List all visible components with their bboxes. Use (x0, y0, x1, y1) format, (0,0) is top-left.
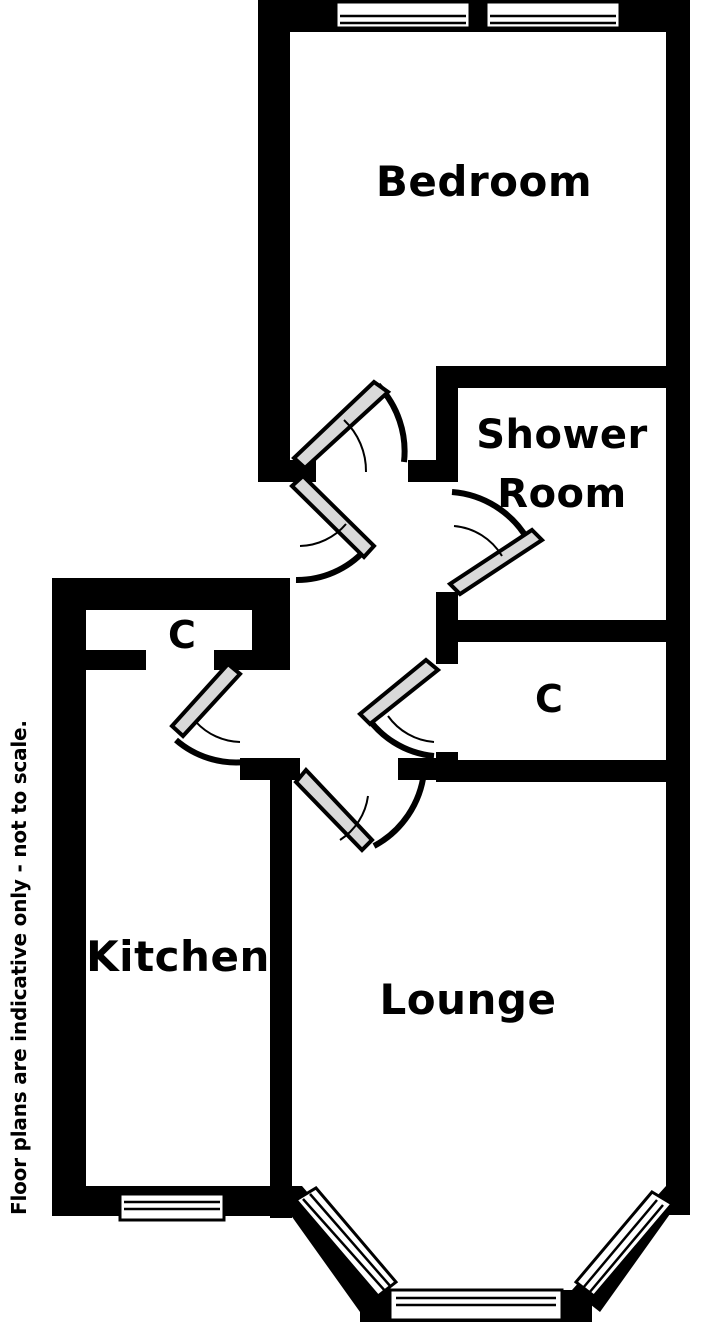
window-bedroom-right (484, 0, 622, 30)
wall-kitchen-west (52, 578, 86, 1214)
wall-shower-south (436, 620, 690, 642)
wall-bedroom-south-right-stub (408, 460, 442, 482)
wall-building-east-lower (666, 640, 690, 1215)
disclaimer-group: Floor plans are indicative only - not to… (7, 720, 31, 1215)
room-label-lounge: Lounge (380, 975, 557, 1024)
door-cupboard-lounge (357, 657, 442, 759)
cupboard-label-kitchen: C (168, 613, 196, 657)
wall-bedroom-west (258, 0, 290, 478)
wall-cupboard-lounge-south (436, 760, 690, 782)
cupboard-label-lounge: C (535, 677, 563, 721)
label-group: Bedroom Shower Room Kitchen Lounge C C (86, 157, 648, 1024)
wall-shower-west-upper (436, 366, 458, 482)
door-shower-room (446, 489, 546, 597)
wall-kitchen-cupboard-west-stub (86, 650, 146, 670)
door-group (169, 379, 546, 853)
wall-kitchen-north (52, 578, 290, 610)
room-label-bedroom: Bedroom (376, 157, 592, 206)
disclaimer-text: Floor plans are indicative only - not to… (7, 720, 31, 1215)
room-label-shower-room-line2: Room (497, 471, 626, 517)
room-label-kitchen: Kitchen (86, 932, 270, 981)
window-bay-center (388, 1288, 564, 1322)
window-group (118, 0, 675, 1322)
door-kitchen (169, 661, 247, 766)
window-bay-left (293, 1186, 399, 1299)
wall-building-east-shower (666, 366, 690, 656)
window-bedroom-left (334, 0, 472, 30)
room-label-shower-room-line1: Shower (476, 412, 648, 458)
wall-building-east-upper (666, 0, 690, 372)
wall-kitchen-lounge-divider (270, 758, 292, 1218)
wall-cupboard-lounge-west-top (436, 634, 458, 664)
door-lounge (293, 766, 427, 853)
wall-bay-left-angled (270, 1186, 392, 1312)
wall-shower-north (436, 366, 690, 388)
window-kitchen (118, 1192, 226, 1222)
wall-bedroom-north (258, 0, 690, 32)
wall-hall-se-stub (398, 758, 442, 780)
door-hall-upper-left (289, 473, 377, 584)
door-bedroom (291, 379, 408, 473)
wall-kitchen-cupboard-east (252, 578, 290, 670)
window-bay-right (573, 1190, 675, 1299)
